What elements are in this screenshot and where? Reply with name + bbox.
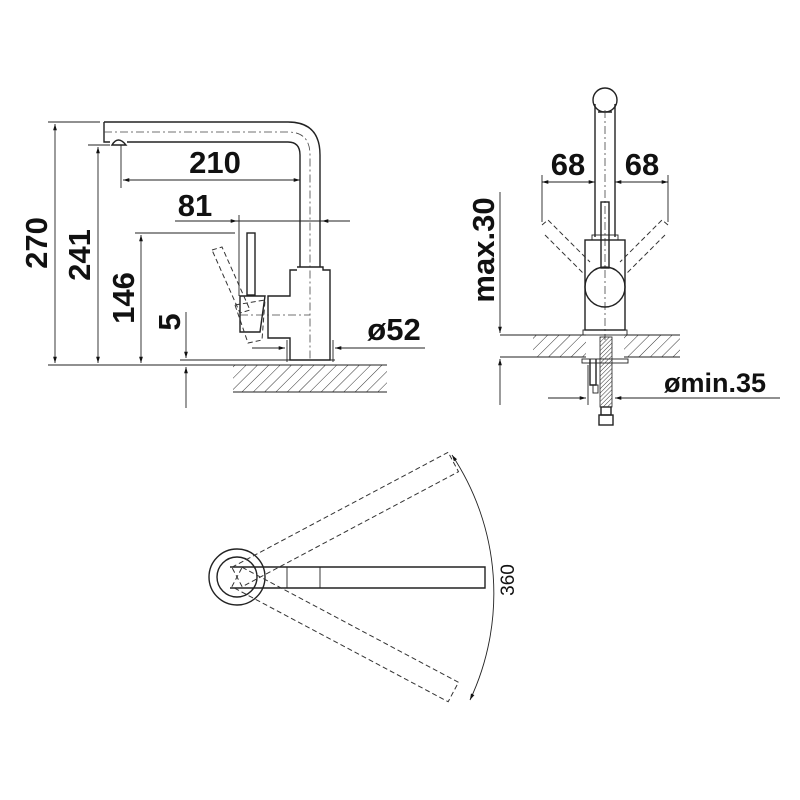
faucet-body bbox=[584, 239, 626, 331]
side-view: 270 241 146 5 210 81 ø52 bbox=[19, 121, 425, 408]
dim-68-right: 68 bbox=[625, 147, 659, 182]
dim-210: 210 bbox=[189, 145, 241, 180]
lever-hub bbox=[584, 266, 626, 308]
lever bbox=[246, 232, 256, 296]
dim-diameter-52: ø52 bbox=[367, 312, 420, 347]
dim-min-hole-35: ømin.35 bbox=[664, 368, 766, 398]
faucet-body bbox=[267, 266, 331, 361]
spout-top bbox=[230, 566, 486, 589]
supply-hose bbox=[599, 336, 613, 408]
front-view: 68 68 max.30 ømin.35 bbox=[466, 87, 780, 426]
base-ring bbox=[208, 548, 266, 606]
hose-fitting bbox=[598, 414, 614, 426]
aerator bbox=[110, 139, 128, 146]
dim-81: 81 bbox=[178, 188, 212, 223]
dim-swivel-360: 360 bbox=[498, 564, 519, 596]
swivel-arc bbox=[451, 454, 495, 701]
dim-146: 146 bbox=[106, 272, 141, 324]
dim-241: 241 bbox=[62, 229, 97, 281]
dim-5: 5 bbox=[152, 313, 187, 330]
dim-max-30: max.30 bbox=[466, 197, 501, 302]
countertop-hatch bbox=[233, 365, 387, 392]
dim-68-left: 68 bbox=[551, 147, 585, 182]
top-view: 360 bbox=[208, 451, 519, 703]
dim-270: 270 bbox=[19, 217, 54, 269]
spout bbox=[103, 121, 321, 267]
